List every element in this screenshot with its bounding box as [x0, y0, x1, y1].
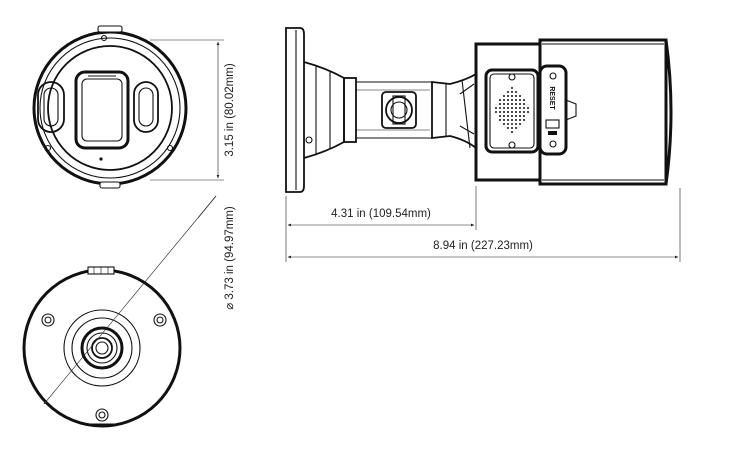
mount-to-body-label: 4.31 in (109.54mm) [331, 208, 431, 220]
mount-diameter-dimension: ⌀ 3.73 in (94.97mm) [43, 195, 236, 405]
side-view: RESET [285, 27, 673, 193]
front-view [32, 25, 188, 189]
overall-length-label: 8.94 in (227.23mm) [433, 240, 533, 252]
mount-diameter-label: ⌀ 3.73 in (94.97mm) [224, 206, 236, 310]
side-dimensions: 4.31 in (109.54mm) 8.94 in (227.23mm) [285, 186, 681, 262]
front-height-dimension: 3.15 in (80.02mm) [150, 39, 236, 181]
mount-view [22, 266, 182, 428]
front-height-label: 3.15 in (80.02mm) [224, 63, 236, 156]
reset-label: RESET [548, 86, 555, 110]
speaker-grille [495, 87, 529, 133]
